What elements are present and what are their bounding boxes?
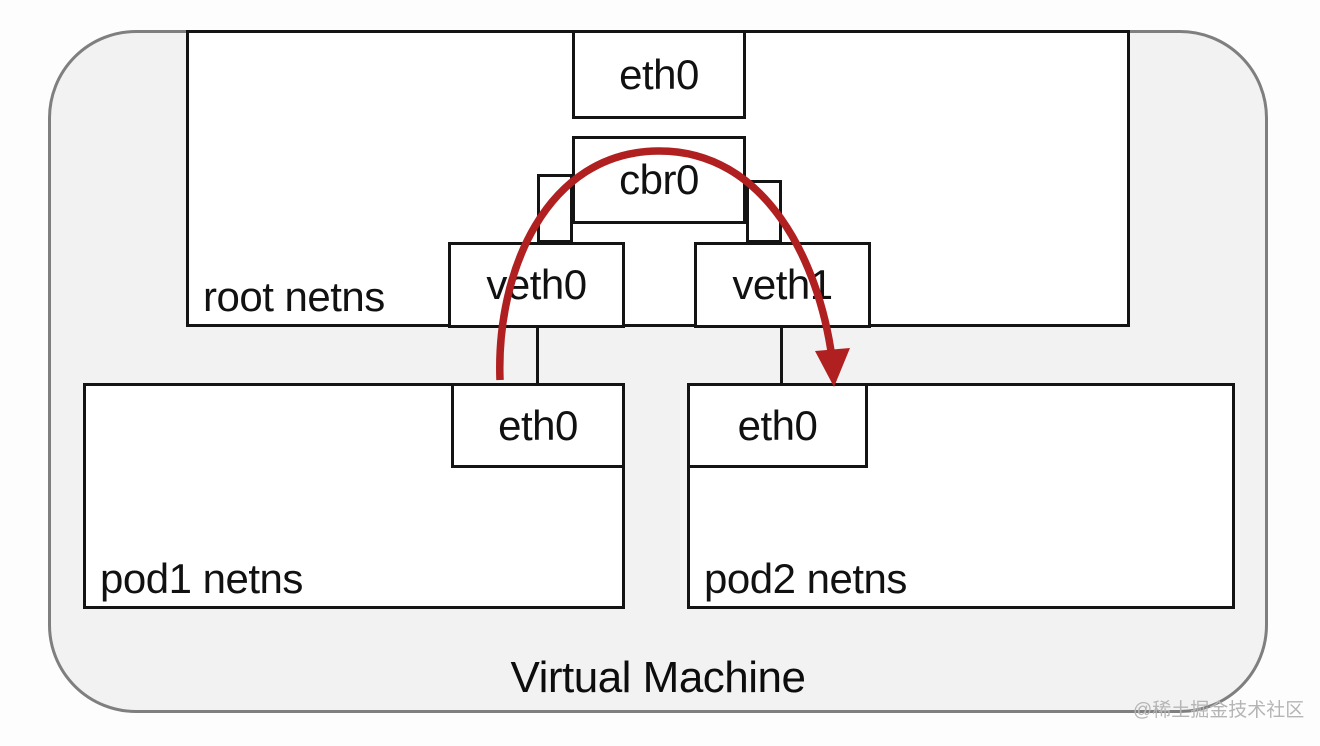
pod2-netns-box: pod2 netns: [687, 383, 1235, 609]
veth0-pod1-connector: [536, 327, 539, 384]
veth1-pod2-connector: [780, 327, 783, 384]
pod2-eth0-label: eth0: [737, 401, 818, 449]
veth0-label: veth0: [486, 261, 587, 308]
cbr0-label: cbr0: [619, 156, 699, 203]
virtual-machine-label: Virtual Machine: [510, 653, 806, 702]
veth0-box: veth0: [448, 242, 625, 328]
veth1-box: veth1: [694, 242, 871, 328]
pod1-eth0-box: eth0: [451, 383, 625, 468]
pod2-eth0-box: eth0: [687, 383, 868, 468]
root-netns-label: root netns: [203, 273, 385, 320]
pod2-netns-label: pod2 netns: [704, 555, 907, 602]
cbr0-veth1-connector: [746, 180, 782, 243]
cbr0-veth0-connector: [537, 174, 573, 243]
veth1-label: veth1: [732, 261, 833, 308]
host-eth0-label: eth0: [619, 50, 699, 98]
watermark: @稀土掘金技术社区: [1133, 700, 1305, 721]
cbr0-bridge-box: cbr0: [572, 136, 746, 224]
pod1-eth0-label: eth0: [498, 401, 578, 449]
host-eth0-box: eth0: [572, 30, 746, 119]
pod1-netns-label: pod1 netns: [100, 555, 303, 602]
